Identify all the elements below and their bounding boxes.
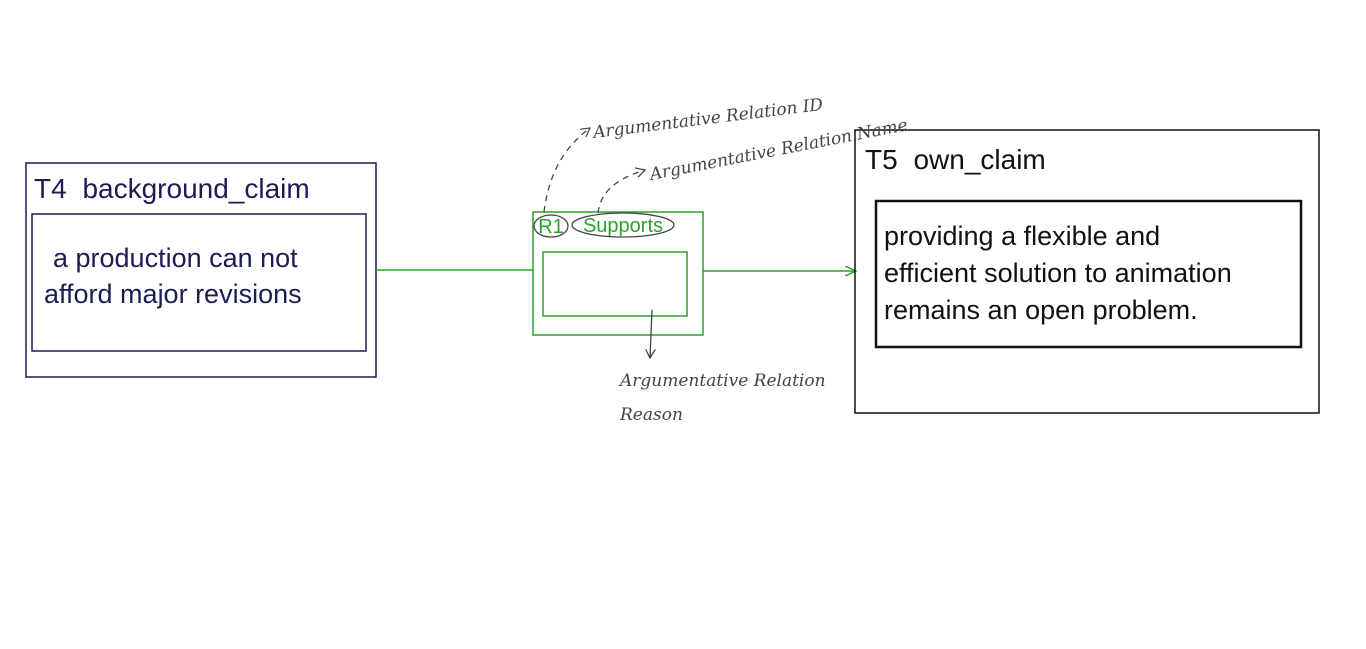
relation-name-ellipse xyxy=(571,212,675,238)
node-t5-heading: T5 own_claim xyxy=(865,144,1046,175)
annotation-id-arrow xyxy=(543,128,590,213)
node-t4-label: background_claim xyxy=(82,173,309,204)
node-t5-outer-box xyxy=(854,129,1320,414)
relation-outer-box xyxy=(532,211,704,336)
node-t5-text-line-2: efficient solution to animation xyxy=(884,258,1232,288)
node-t5-text-box xyxy=(874,199,1303,349)
relation-r1: R1 Supports xyxy=(532,211,704,336)
relation-name: Supports xyxy=(583,215,663,237)
node-t4-id: T4 xyxy=(34,173,67,204)
node-t4-text-line-1: a production can not xyxy=(53,243,298,273)
node-t5-text-line-1: providing a flexible and xyxy=(884,221,1160,251)
node-t4-heading: T4 background_claim xyxy=(34,173,310,204)
node-t5: T5 own_claim providing a flexible and ef… xyxy=(854,129,1320,414)
node-t5-text-line-3: remains an open problem. xyxy=(884,295,1198,325)
annotation-relation-reason-line-1: Argumentative Relation xyxy=(618,371,826,391)
annotation-relation-id: Argumentative Relation ID xyxy=(590,95,824,143)
relation-id-ellipse xyxy=(533,214,569,238)
annotation-name-arrow xyxy=(597,170,645,214)
node-t4-text-line-2: afford major revisions xyxy=(44,279,302,309)
relation-reason-box xyxy=(542,251,688,317)
annotation-reason-arrow xyxy=(650,309,652,358)
node-t5-label: own_claim xyxy=(913,144,1045,175)
node-t4: T4 background_claim a production can not… xyxy=(25,162,377,378)
relation-id: R1 xyxy=(538,216,564,238)
node-t4-text-box xyxy=(31,213,367,352)
annotation-relation-reason-line-2: Reason xyxy=(619,405,683,425)
node-t5-id: T5 xyxy=(865,144,898,175)
